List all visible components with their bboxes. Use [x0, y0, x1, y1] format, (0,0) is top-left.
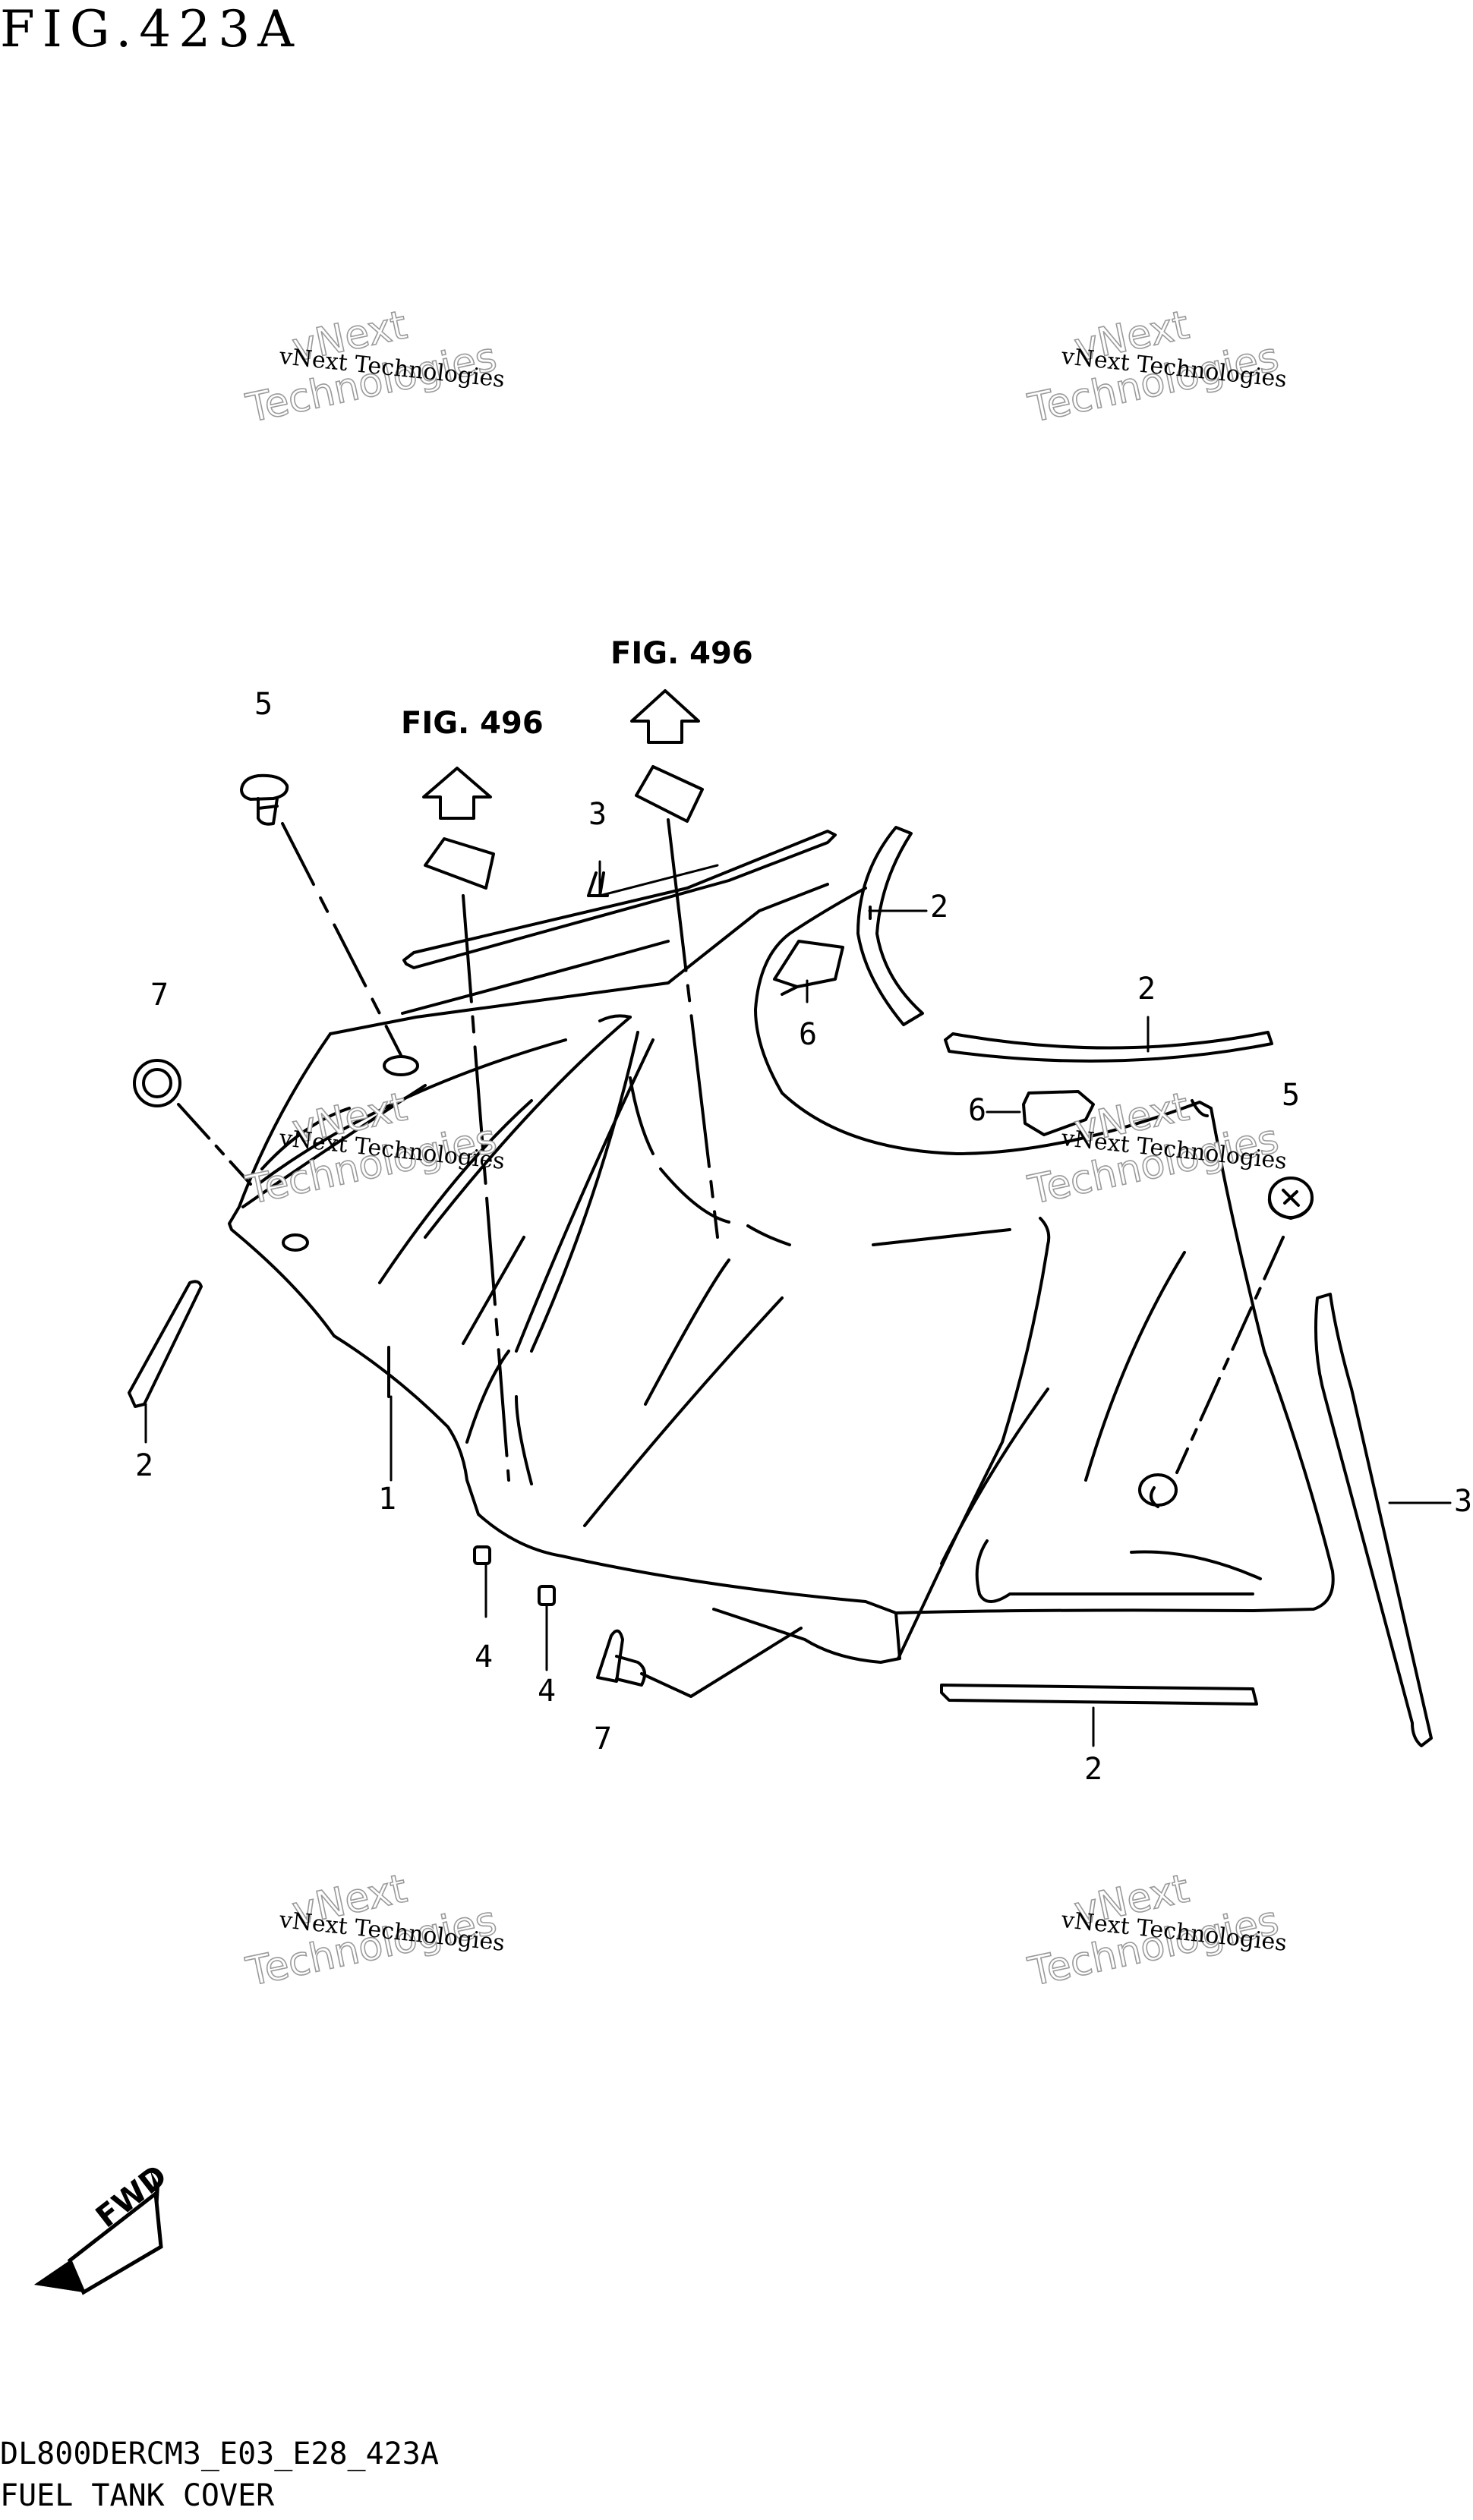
strip-part-3-top — [402, 830, 837, 969]
callout-2-left: 2 — [135, 1448, 154, 1483]
part-1-surface-lines — [241, 940, 1209, 1565]
part-group-title: FUEL TANK COVER — [0, 2478, 275, 2513]
callout-2-arc-top: 2 — [930, 890, 949, 925]
callout-3-right: 3 — [1454, 1484, 1473, 1519]
strip-part-3-right — [1314, 1293, 1433, 1747]
callout-7-left: 7 — [150, 978, 169, 1013]
stud-part-4-a — [473, 1545, 491, 1618]
callout-3-top: 3 — [588, 797, 607, 832]
tape-marker-left — [424, 837, 495, 890]
callout-2-bottom: 2 — [1084, 1752, 1103, 1787]
callout-1: 1 — [378, 1482, 397, 1517]
callout-6-top: 6 — [799, 1017, 818, 1052]
fig-reference-left[interactable]: FIG. 496 — [401, 706, 544, 741]
tape-marker-right — [635, 765, 704, 823]
strip-part-2-left — [128, 1280, 203, 1408]
callout-6-right: 6 — [968, 1093, 987, 1128]
callout-7-bottom: 7 — [594, 1721, 613, 1756]
fwd-arrow-icon — [34, 2171, 163, 2295]
strip-part-2-arc-top — [856, 826, 924, 1026]
mount-holes — [282, 1055, 1178, 1508]
strip-part-2-bottom — [940, 1684, 1258, 1706]
callout-4-b: 4 — [538, 1674, 557, 1709]
figure-title: FIG.423A — [0, 0, 301, 58]
pad-part-6-right — [1022, 1090, 1095, 1136]
stud-part-4-b — [538, 1585, 556, 1671]
callout-4-a: 4 — [475, 1640, 494, 1674]
up-arrow-left-icon — [422, 767, 492, 820]
grommet-part-7 — [133, 1059, 181, 1107]
clip-part-5-right — [1267, 1177, 1314, 1220]
callout-5-left: 5 — [254, 687, 273, 722]
up-arrow-right-icon — [630, 689, 700, 744]
model-code: DL800DERCM3_E03_E28_423A — [0, 2437, 439, 2471]
callout-2-arc-right: 2 — [1137, 972, 1156, 1006]
fig-reference-right[interactable]: FIG. 496 — [610, 636, 753, 671]
strip-part-2-arc-right — [944, 1031, 1273, 1063]
callout-leaders — [144, 860, 1452, 1747]
callout-5-right: 5 — [1282, 1078, 1301, 1113]
leader-lines — [177, 818, 1285, 1482]
bolt-part-5-left — [240, 773, 289, 826]
pad-part-6-top — [773, 940, 844, 996]
pin-part-7 — [596, 1627, 803, 1698]
